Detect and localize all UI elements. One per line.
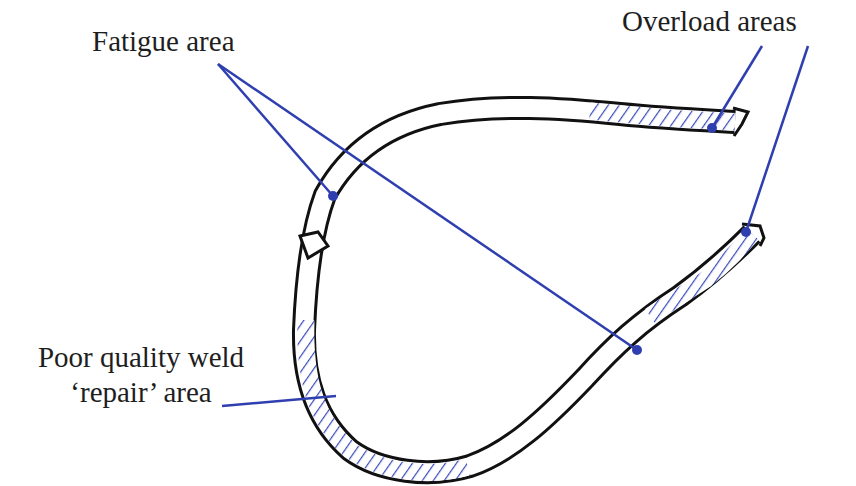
leader-line bbox=[712, 46, 762, 128]
callout-label: Poor quality weld ‘repair’ area bbox=[6, 340, 276, 410]
fracture-edge bbox=[733, 108, 748, 136]
leader-line bbox=[746, 46, 808, 232]
leader-dot bbox=[328, 191, 338, 201]
overload-hatch bbox=[650, 234, 752, 316]
leader-line bbox=[218, 64, 637, 350]
wall-outline bbox=[304, 108, 752, 472]
callout-label: Overload areas bbox=[622, 4, 797, 39]
leader-line bbox=[222, 396, 336, 406]
overload-hatch bbox=[590, 111, 735, 122]
wall-interior bbox=[304, 108, 752, 472]
leader-dot bbox=[632, 345, 642, 355]
callout-label: Fatigue area bbox=[92, 24, 235, 59]
fracture-edge bbox=[742, 224, 764, 246]
leader-dot bbox=[707, 123, 717, 133]
wall-notch bbox=[300, 232, 328, 258]
leader-dot bbox=[741, 227, 751, 237]
